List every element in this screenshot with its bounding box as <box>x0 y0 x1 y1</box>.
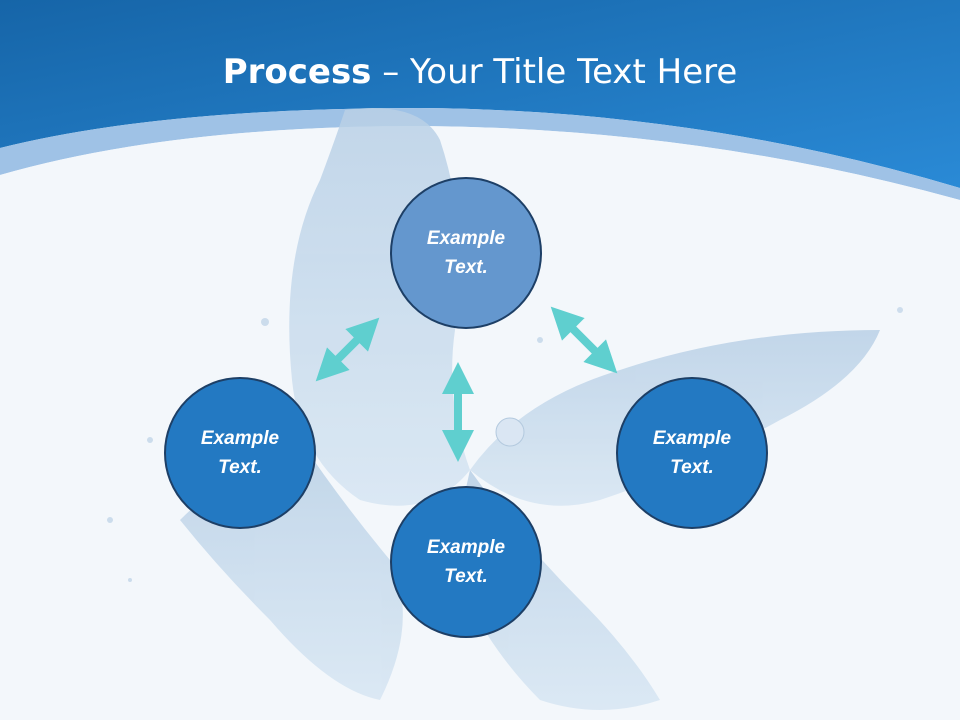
slide-title: Process – Your Title Text Here <box>0 52 960 92</box>
header-light-swoosh <box>0 108 960 200</box>
process-node-left[interactable]: Example Text. <box>164 377 316 529</box>
double-arrow-icon <box>550 306 618 374</box>
node-text-line2: Text. <box>444 566 488 587</box>
title-bold: Process <box>222 52 372 92</box>
process-node-top[interactable]: Example Text. <box>390 177 542 329</box>
process-node-right[interactable]: Example Text. <box>616 377 768 529</box>
title-rest: – Your Title Text Here <box>371 52 738 92</box>
node-text-line2: Text. <box>218 457 262 478</box>
header-band <box>0 0 960 188</box>
node-text-line1: Example <box>652 428 732 449</box>
node-text-line1: Example <box>426 537 506 558</box>
node-text-line2: Text. <box>444 257 488 278</box>
node-text-line1: Example <box>200 428 280 449</box>
process-node-bottom[interactable]: Example Text. <box>390 486 542 638</box>
node-text-line1: Example <box>426 228 506 249</box>
node-text-line2: Text. <box>670 457 714 478</box>
double-arrow-icon <box>315 317 380 382</box>
